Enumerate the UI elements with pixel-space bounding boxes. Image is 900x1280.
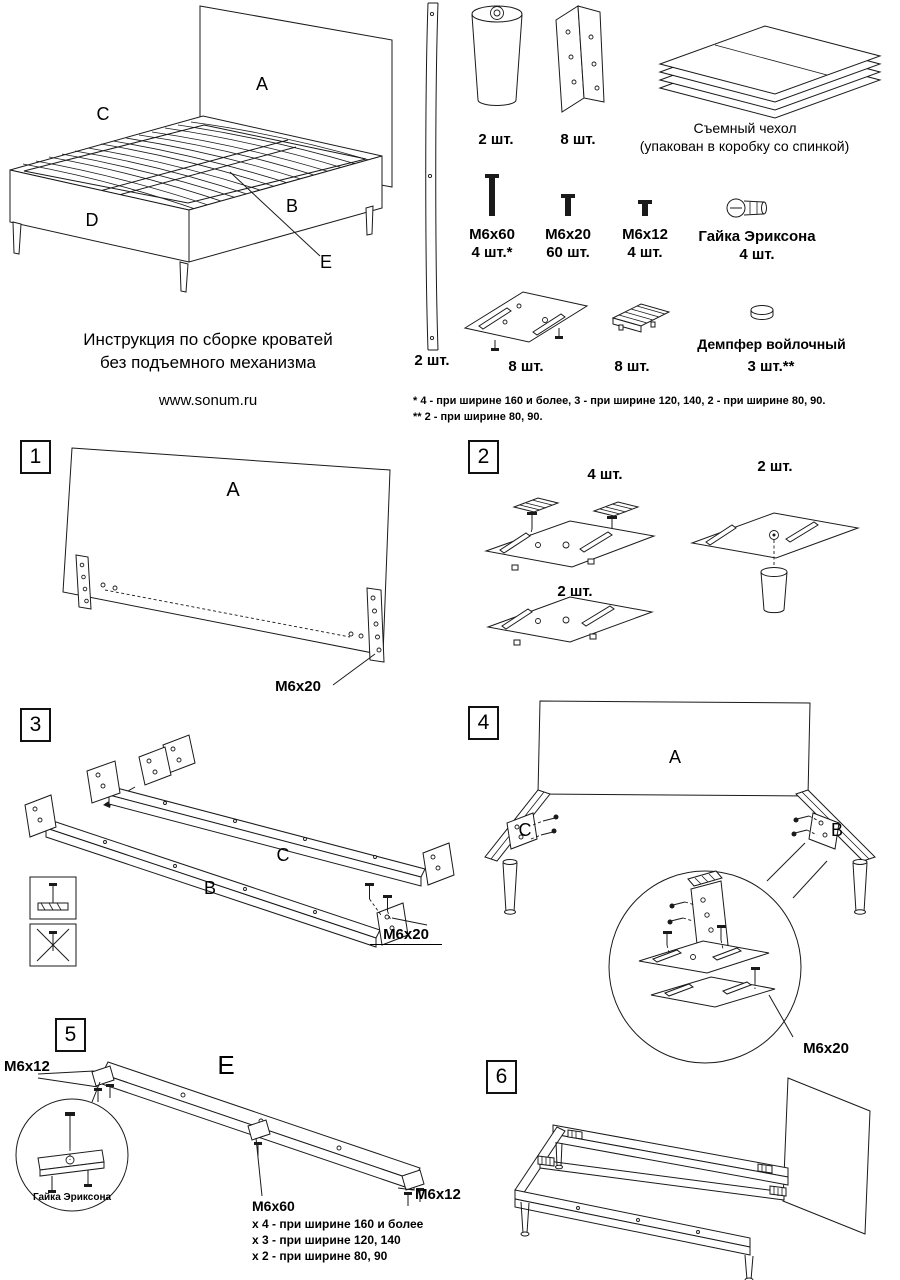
step-6-drawing (514, 1077, 871, 1280)
cover-note: (упакован в коробку со спинкой) (639, 138, 850, 154)
step5-bolt12-left-label: М6х12 (4, 1058, 50, 1075)
step3-loose-gussets (103, 734, 196, 808)
angle-bracket-qty: 8 шт. (560, 131, 596, 148)
step4-detail-circle (608, 870, 802, 1064)
step3-bolt-label: М6х20 (370, 926, 442, 945)
doc-title-line2: без подъемного механизма (100, 353, 316, 372)
step5-detail-circle (15, 1098, 129, 1212)
slats (22, 121, 370, 212)
step-2-number: 2 (468, 440, 499, 474)
bolt-m6x12-name: М6х12 (622, 226, 668, 243)
correct-screw-icon (29, 876, 77, 920)
step-5-number: 5 (55, 1018, 86, 1052)
damper-qty: 3 шт.** (747, 358, 795, 375)
step4-left-rail (484, 789, 559, 915)
forbidden-screw-icon (29, 923, 77, 967)
cover-name: Съемный чехол (693, 120, 797, 136)
step2-left-assembly (484, 497, 656, 571)
step6-headboard (782, 1077, 871, 1235)
step4-label-c: C (519, 820, 532, 840)
step-4-number: 4 (468, 706, 499, 740)
step3-label-c: C (277, 845, 290, 865)
step4-label-a: A (669, 747, 681, 767)
step5-note-1: х 4 - при ширине 160 и более (252, 1217, 424, 1231)
step4-label-b: B (831, 820, 843, 840)
step5-bolt12-right-label: М6х12 (415, 1186, 461, 1203)
clip-bracket-icon (611, 303, 671, 333)
bed-frame (9, 115, 383, 293)
brackets-row-icons (463, 291, 774, 351)
angle-bracket-part-icon (555, 5, 605, 113)
step-5-drawing (15, 1061, 425, 1212)
step5-note-2: х 3 - при ширине 120, 140 (252, 1233, 401, 1247)
gusset-plate-icon (463, 291, 589, 351)
step1-right-bracket (366, 587, 385, 663)
bed-label-c: C (97, 104, 110, 124)
bolt-m6x60-icon (485, 174, 499, 216)
step2-right-assembly (690, 512, 860, 614)
bolt-m6x60-qty: 4 шт.* (471, 244, 513, 261)
felt-damper-icon (750, 305, 774, 320)
bolt-m6x12-icon (638, 200, 652, 216)
bed-overview-drawing: A C D B E (9, 5, 393, 293)
step5-note-3: х 2 - при ширине 80, 90 (252, 1249, 388, 1263)
step6-frame (514, 1124, 789, 1256)
bolt-m6x20-name: М6х20 (545, 226, 591, 243)
bed-legs (12, 205, 374, 293)
center-beam (95, 139, 297, 200)
step-1-drawing: A (62, 447, 391, 686)
step2-qty-top: 4 шт. (587, 466, 623, 483)
step1-label-a: A (226, 479, 240, 501)
step5-nut-label: Гайка Эриксона (32, 1192, 112, 1203)
bolt-m6x20-qty: 60 шт. (546, 244, 590, 261)
bolt-m6x20-icon (561, 194, 575, 216)
damper-name: Демпфер войлочный (697, 336, 846, 352)
leg-qty: 2 шт. (478, 131, 514, 148)
barrel-nut-name: Гайка Эриксона (698, 228, 816, 245)
step6-center-beam (537, 1155, 787, 1201)
step5-bolt60-label: М6х60 (252, 1198, 295, 1214)
slat-qty: 2 шт. (414, 352, 450, 369)
step-3-number: 3 (20, 708, 51, 742)
bed-label-b: B (286, 196, 298, 216)
doc-title-line1: Инструкция по сборке кроватей (83, 330, 333, 349)
leg-part-icon (471, 5, 523, 106)
step-2-drawing (484, 497, 860, 646)
step4-detail-contents (638, 870, 794, 1038)
bolt-m6x60-name: М6х60 (469, 226, 515, 243)
step1-bolt-label: М6х20 (275, 678, 321, 695)
bolt-m6x12-qty: 4 шт. (627, 244, 663, 261)
slat-part-icon (425, 2, 439, 351)
step4-right-rail (791, 789, 876, 915)
bed-label-e: E (320, 252, 332, 272)
step-4-drawing: A C B (484, 700, 876, 1064)
step3-rail-c (86, 760, 455, 887)
step2-qty-right: 2 шт. (757, 458, 793, 475)
website-link[interactable]: www.sonum.ru (158, 392, 258, 409)
footnote-2: ** 2 - при ширине 80, 90. (413, 411, 543, 423)
step4-bolt-label: М6х20 (803, 1040, 849, 1057)
step-1-number: 1 (20, 440, 51, 474)
step2-bottom-plate (486, 596, 654, 646)
step-3-drawing: B C (24, 734, 455, 967)
barrel-nut-icon (726, 198, 767, 218)
step-6-number: 6 (486, 1060, 517, 1094)
footnote-1: * 4 - при ширине 160 и более, 3 - при ши… (413, 395, 826, 407)
step5-beam (91, 1061, 425, 1206)
barrel-nut-qty: 4 шт. (739, 246, 775, 263)
clip-qty: 8 шт. (614, 358, 650, 375)
step6-legs (520, 1141, 754, 1280)
bed-label-a: A (256, 74, 268, 94)
step5-label-e: E (217, 1050, 235, 1080)
bed-label-d: D (86, 210, 99, 230)
cover-part-icon (658, 25, 882, 119)
step3-rail-b (24, 794, 409, 948)
step2-qty-bottom: 2 шт. (557, 583, 593, 600)
bolts-row-icons (485, 174, 767, 218)
step5-detail-contents (37, 1112, 105, 1193)
step3-label-b: B (204, 878, 216, 898)
step1-left-bracket (75, 554, 92, 610)
gusset-qty: 8 шт. (508, 358, 544, 375)
